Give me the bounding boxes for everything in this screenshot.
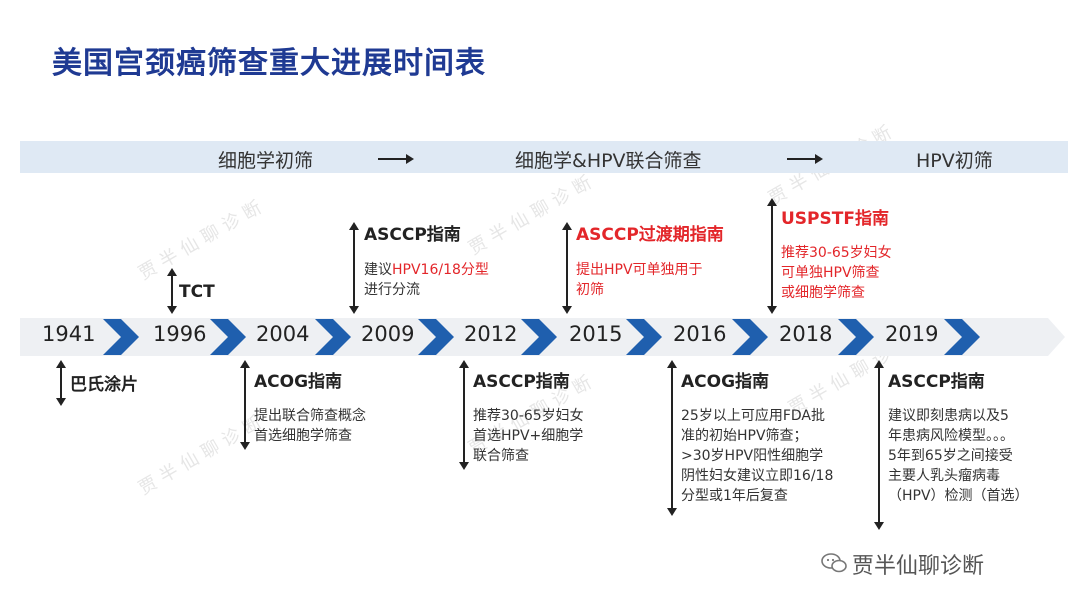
chevron-icon (732, 319, 768, 355)
year-2004: 2004 (256, 322, 310, 346)
event-label-1941: 巴氏涂片 (70, 375, 138, 395)
year-1996: 1996 (153, 322, 207, 346)
phase-arrow (787, 154, 823, 164)
phase-cotesting: 细胞学&HPV联合筛查 (515, 150, 702, 172)
chevron-icon (418, 319, 454, 355)
year-2019: 2019 (885, 322, 939, 346)
event-connector (167, 268, 177, 314)
event-connector (459, 360, 469, 470)
year-2012: 2012 (464, 322, 518, 346)
event-desc-2009: 建议HPV16/18分型 进行分流 (364, 262, 489, 298)
event-label-1996: TCT (179, 282, 215, 302)
event-label-2004: ACOG指南 (254, 372, 343, 392)
event-connector (562, 222, 572, 314)
year-2016: 2016 (673, 322, 727, 346)
chevron-icon (315, 319, 351, 355)
chevron-icon (521, 319, 557, 355)
event-label-2009: ASCCP指南 (364, 225, 461, 245)
event-connector (767, 198, 777, 314)
chevron-icon (210, 319, 246, 355)
event-connector (240, 360, 250, 450)
event-label-2019: ASCCP指南 (888, 372, 985, 392)
phase-arrow (378, 154, 414, 164)
event-desc-2004: 提出联合筛查概念 首选细胞学筛查 (254, 408, 366, 444)
event-connector (56, 360, 66, 406)
event-desc-2019: 建议即刻患病以及5 年患病风险模型。。。 5年到65岁之间接受 主要人乳头瘤病毒… (888, 408, 1029, 504)
page-title: 美国宫颈癌筛查重大进展时间表 (52, 46, 486, 81)
event-connector (667, 360, 677, 516)
year-1941: 1941 (42, 322, 96, 346)
event-label-2016: ACOG指南 (681, 372, 770, 392)
event-desc-2012: 推荐30-65岁妇女 首选HPV+细胞学 联合筛查 (473, 408, 584, 464)
chevron-icon (838, 319, 874, 355)
event-connector (349, 222, 359, 314)
event-desc-2016: 25岁以上可应用FDA批 准的初始HPV筛查； >30岁HPV阳性细胞学 阴性妇… (681, 408, 834, 504)
watermark: 贾半仙聊诊断 (135, 409, 271, 500)
event-label-2012: ASCCP指南 (473, 372, 570, 392)
year-2018: 2018 (779, 322, 833, 346)
phase-bar (20, 141, 1068, 173)
event-desc-2018: 推荐30-65岁妇女 可单独HPV筛查 或细胞学筛查 (781, 245, 892, 301)
phase-hpv: HPV初筛 (916, 150, 993, 172)
chevron-icon (626, 319, 662, 355)
year-2009: 2009 (361, 322, 415, 346)
chevron-icon (944, 319, 980, 355)
year-2015: 2015 (569, 322, 623, 346)
event-desc-2015: 提出HPV可单独用于 初筛 (576, 262, 703, 298)
watermark: 贾半仙聊诊断 (465, 169, 601, 260)
chevron-icon (103, 319, 139, 355)
event-connector (874, 360, 884, 530)
event-label-2015: ASCCP过渡期指南 (576, 225, 724, 245)
event-label-2018: USPSTF指南 (781, 209, 889, 229)
brand-name: 贾半仙聊诊断 (852, 554, 985, 579)
wechat-icon (821, 553, 847, 573)
watermark: 贾半仙聊诊断 (135, 194, 271, 285)
phase-cytology: 细胞学初筛 (218, 150, 314, 172)
